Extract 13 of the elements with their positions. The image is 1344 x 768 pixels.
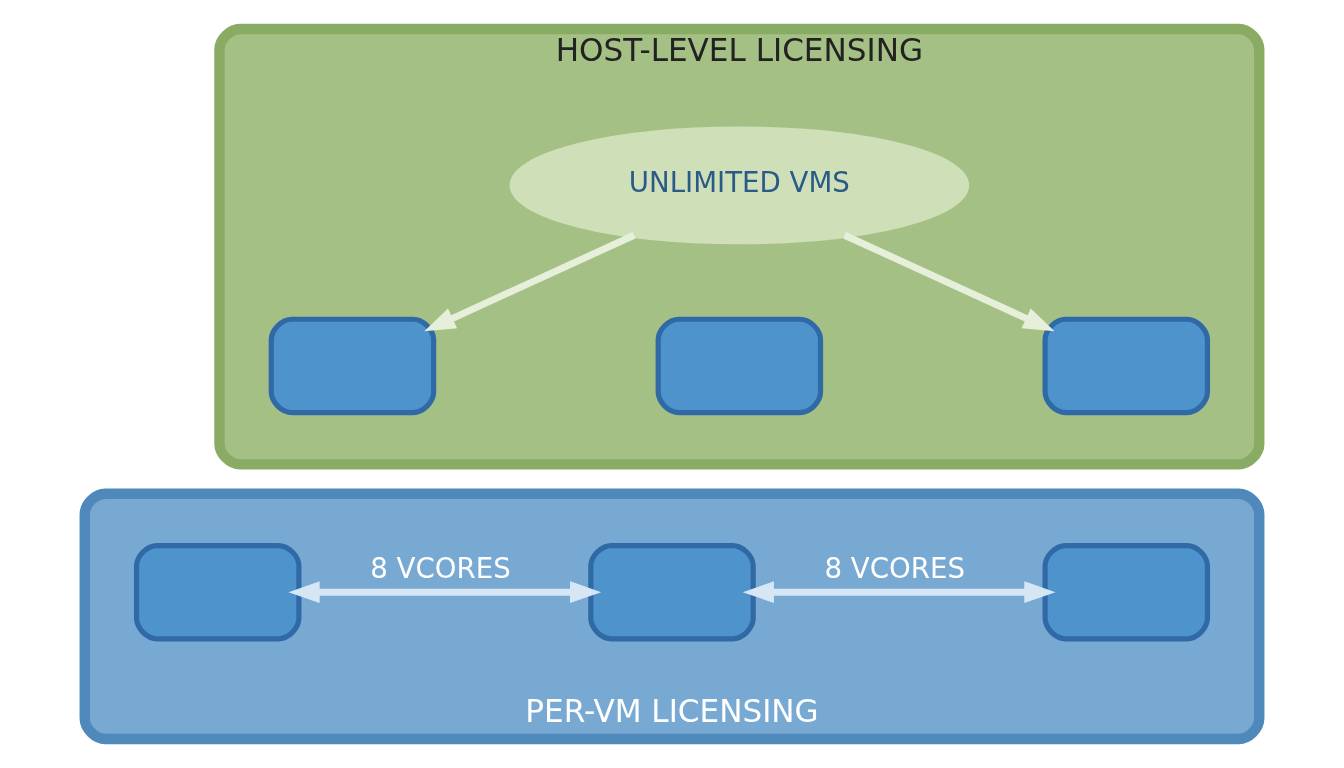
node-box	[1042, 542, 1211, 642]
arrow	[288, 581, 602, 604]
edge-label: 8 VCORES	[370, 552, 511, 586]
arrow	[424, 232, 636, 332]
edge-label: 8 VCORES	[824, 552, 965, 586]
node-box	[133, 542, 302, 642]
node-box	[268, 316, 437, 416]
node-box	[588, 542, 756, 642]
arrow	[742, 581, 1056, 604]
arrow	[843, 232, 1055, 332]
node-box	[655, 316, 824, 416]
node-box	[1042, 316, 1211, 416]
node-ellipse: UNLIMITED VMS	[509, 126, 970, 245]
